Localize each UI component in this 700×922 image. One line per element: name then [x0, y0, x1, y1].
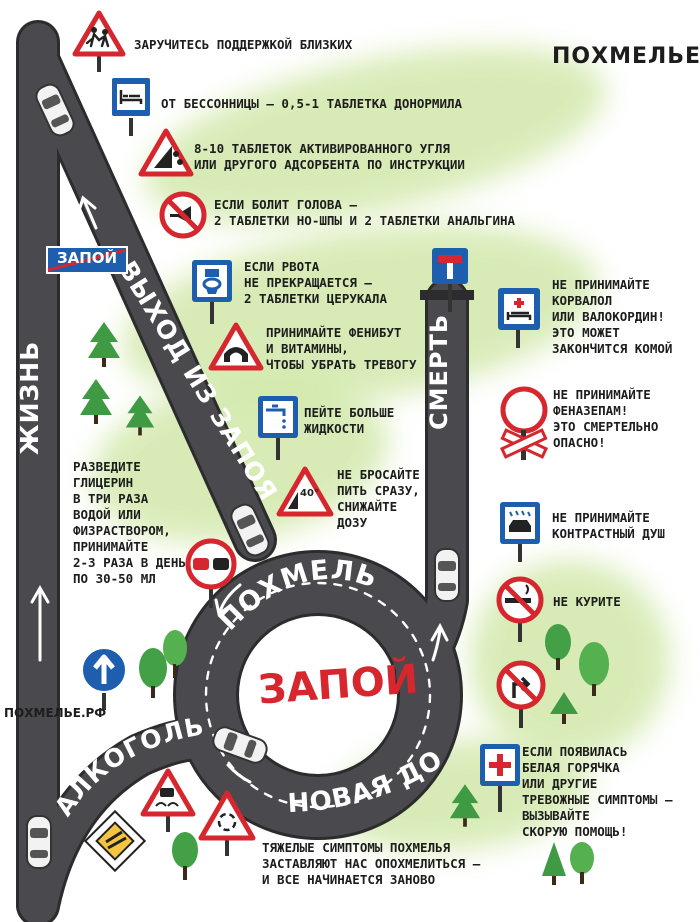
no-smoking-sign-icon: [496, 576, 544, 642]
tip-delirium: ЕСЛИ ПОЯВИЛАСЬ БЕЛАЯ ГОРЯЧКА ИЛИ ДРУГИЕ …: [522, 744, 673, 839]
tree-icon: [172, 832, 198, 880]
tree-icon: [80, 379, 112, 424]
lane-arrows: [30, 195, 449, 784]
tip-phenibut: ПРИНИМАЙТЕ ФЕНИБУТ И ВИТАМИНЫ, ЧТОБЫ УБР…: [266, 325, 417, 372]
tip-smoke: НЕ КУРИТЕ: [553, 594, 621, 609]
road-label-life: ЖИЗНЬ: [15, 341, 44, 455]
tree-icon: [125, 395, 155, 436]
car-icon: [434, 548, 460, 602]
tip-support: ЗАРУЧИТЕСЬ ПОДДЕРЖКОЙ БЛИЗКИХ: [134, 37, 353, 52]
straight-ahead-sign-icon: [81, 647, 127, 710]
priority-road-sign-icon: [83, 809, 147, 873]
road-label-death: СМЕРТЬ: [425, 314, 453, 430]
tree-icon: [542, 842, 594, 885]
steep-slope-sign-icon: [276, 466, 334, 517]
toilet-sign-icon: [192, 260, 232, 324]
brand-logo-side: ПОХМЕЛЬЕ.РФ: [4, 706, 107, 720]
brand-logo-top: ПОХМЕЛЬЕ.РФ: [552, 44, 700, 69]
tree-icon: [545, 624, 609, 724]
road-sign-binge-label: ЗАПОЙ: [56, 249, 118, 267]
tree-icon: [139, 630, 187, 698]
car-icon: [212, 726, 268, 764]
falling-rocks-sign-icon: [138, 128, 194, 177]
car-wash-sign-icon: [500, 502, 540, 562]
tip-charcoal: 8-10 ТАБЛЕТОК АКТИВИРОВАННОГО УГЛЯ ИЛИ Д…: [194, 141, 465, 172]
tip-vomit: ЕСЛИ РВОТА НЕ ПРЕКРАЩАЕТСЯ – 2 ТАБЛЕТКИ …: [244, 259, 387, 306]
tip-phenazepam: НЕ ПРИНИМАЙТЕ ФЕНАЗЕПАМ! ЭТО СМЕРТЕЛЬНО …: [553, 387, 659, 450]
tree-icon: [88, 322, 120, 367]
car-icon: [26, 815, 52, 869]
no-horn-sign-icon: [159, 191, 207, 239]
no-right-turn-sign-icon: [496, 660, 546, 728]
tip-cycle: ТЯЖЕЛЫЕ СИМПТОМЫ ПОХМЕЛЬЯ ЗАСТАВЛЯЮТ НАС…: [262, 840, 481, 887]
first-aid-sign-icon: [480, 744, 520, 812]
no-entry-crossing-sign-icon: [499, 386, 549, 460]
hospital-sign-icon: [498, 288, 540, 348]
tip-insomnia: ОТ БЕССОННИЦЫ – 0,5-1 ТАБЛЕТКА ДОНОРМИЛА: [161, 96, 463, 111]
no-overtaking-sign-icon: [185, 538, 237, 608]
people-warning-sign-icon: [72, 10, 126, 72]
road-dashes: [204, 581, 432, 809]
water-tap-sign-icon: [258, 396, 298, 460]
tunnel-sign-icon: [208, 322, 264, 371]
tip-corvalol: НЕ ПРИНИМАЙТЕ КОРВАЛОЛ ИЛИ ВАЛОКОРДИН! Э…: [552, 277, 673, 356]
road-sign-binge-icon: [46, 246, 128, 274]
car-icon: [35, 83, 75, 137]
tip-drink: ПЕЙТЕ БОЛЬШЕ ЖИДКОСТИ: [304, 405, 395, 436]
bed-sign-icon: [110, 76, 152, 136]
slippery-road-sign-icon: [140, 768, 196, 832]
tip-headache: ЕСЛИ БОЛИТ ГОЛОВА – 2 ТАБЛЕТКИ НО-ШПЫ И …: [214, 197, 516, 228]
roundabout-sign-icon: [198, 790, 256, 856]
tip-gradual: НЕ БРОСАЙТЕ ПИТЬ СРАЗУ, СНИЖАЙТЕ ДОЗУ: [337, 467, 420, 530]
tip-glycerin: РАЗВЕДИТЕ ГЛИЦЕРИН В ТРИ РАЗА ВОДОЙ ИЛИ …: [73, 459, 186, 586]
tip-shower: НЕ ПРИНИМАЙТЕ КОНТРАСТНЫЙ ДУШ: [552, 510, 665, 541]
slope-sign-value: 40°: [300, 488, 319, 499]
dead-end-sign-icon: [432, 248, 468, 312]
car-icon: [230, 503, 270, 557]
tree-icon: [449, 784, 481, 827]
